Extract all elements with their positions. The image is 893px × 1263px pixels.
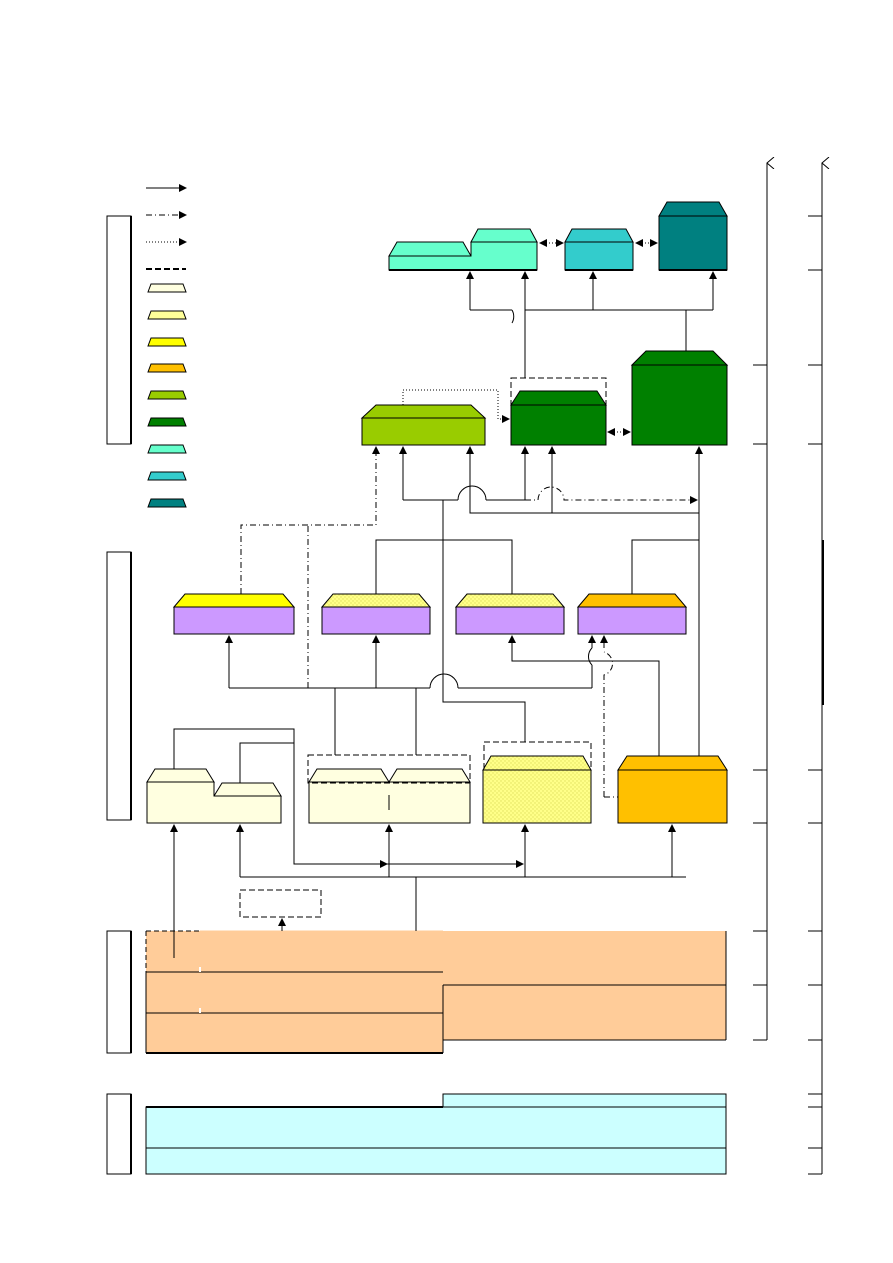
cyan-row-1 bbox=[145, 1106, 727, 1149]
green-boxes bbox=[360, 350, 729, 446]
cyan-block bbox=[145, 1093, 727, 1175]
legend-swatch-yellow bbox=[147, 337, 187, 347]
middle-boxes bbox=[172, 593, 688, 635]
peach-block bbox=[145, 930, 727, 1054]
dashed-connectors bbox=[240, 239, 698, 798]
peach-left-row-2 bbox=[146, 972, 443, 1013]
connectors bbox=[170, 271, 717, 958]
peach-left-row-1 bbox=[146, 931, 443, 972]
timeline-ticks-outer bbox=[808, 215, 822, 1175]
legend-swatch-light-green bbox=[147, 390, 187, 400]
left-bracket-middle bbox=[106, 551, 132, 821]
box-light-yellow-dashed-frame bbox=[483, 741, 592, 771]
box-pale-cream-left bbox=[146, 768, 282, 824]
box-pale-cream-middle-dashed-frame bbox=[307, 754, 471, 784]
peach-right-row-1 bbox=[443, 931, 726, 985]
box-green-large bbox=[630, 350, 729, 446]
lower-boxes bbox=[146, 741, 728, 824]
timeline-ticks-inner bbox=[753, 364, 767, 1041]
box-light-yellow-lavender-2 bbox=[454, 593, 566, 635]
left-bracket-lower bbox=[106, 930, 132, 1054]
box-orange-lavender bbox=[576, 593, 688, 635]
legend-swatch-aqua bbox=[147, 444, 187, 454]
box-light-yellow-lavender-1 bbox=[320, 593, 432, 635]
left-bracket-bottom bbox=[106, 1093, 132, 1175]
box-pale-cream-middle bbox=[308, 768, 471, 824]
legend-swatch-orange bbox=[147, 363, 187, 373]
box-green-small bbox=[510, 390, 607, 446]
box-light-yellow bbox=[482, 755, 592, 824]
box-teal bbox=[658, 201, 728, 271]
box-yellow-lavender bbox=[172, 593, 296, 635]
top-boxes bbox=[388, 201, 728, 271]
box-orange bbox=[617, 755, 728, 824]
box-aqua-double bbox=[388, 228, 538, 271]
legend-swatch-green bbox=[147, 417, 187, 427]
peach-left-row-3 bbox=[146, 1013, 443, 1053]
legend-swatch-turquoise bbox=[147, 471, 187, 481]
legend bbox=[146, 184, 187, 508]
timeline-axes bbox=[753, 163, 823, 1175]
box-turquoise bbox=[564, 228, 634, 271]
peach-right-row-2 bbox=[443, 985, 726, 1040]
box-light-green bbox=[360, 404, 487, 446]
cyan-row-2 bbox=[145, 1147, 727, 1175]
dashed-placeholder-box bbox=[239, 889, 322, 918]
left-brackets bbox=[106, 215, 132, 1175]
cyan-top-strip bbox=[442, 1093, 727, 1108]
legend-swatch-teal bbox=[147, 498, 187, 508]
legend-swatch-pale-cream bbox=[147, 283, 187, 293]
legend-swatch-light-yellow bbox=[147, 310, 187, 320]
left-bracket-top bbox=[106, 215, 132, 445]
box-green-dashed-frame bbox=[510, 377, 607, 406]
